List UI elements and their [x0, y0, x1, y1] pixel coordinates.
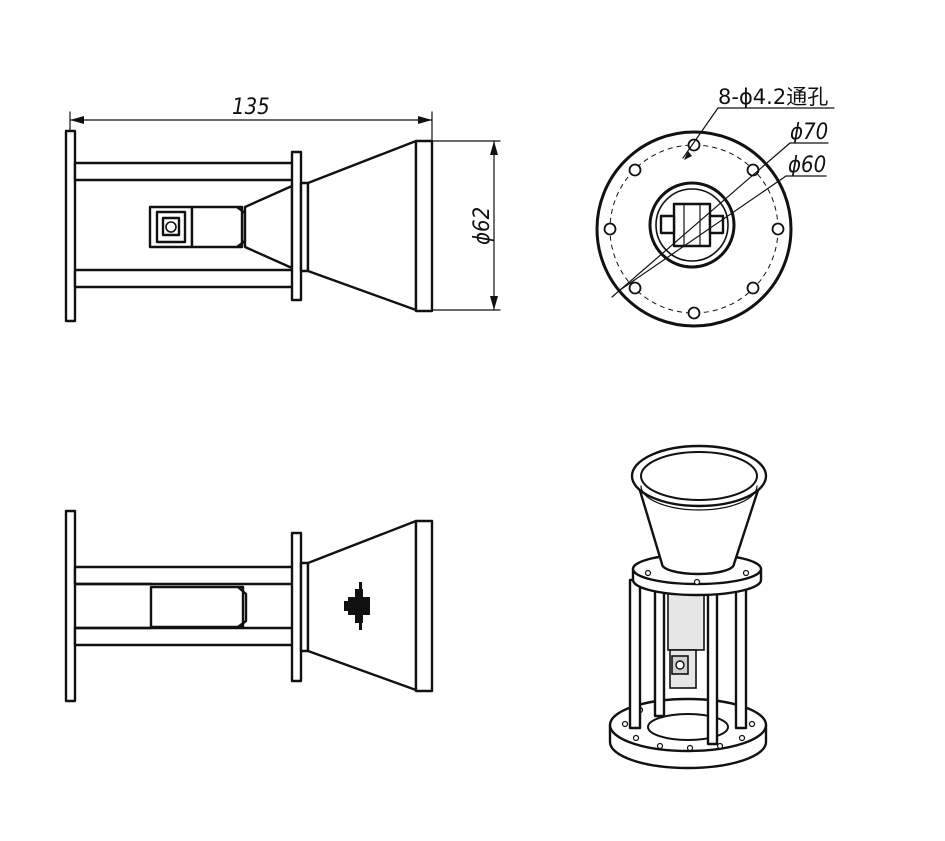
upper-rod [73, 161, 297, 182]
lower-rod [73, 268, 297, 289]
left-end-plate [64, 509, 77, 703]
flange-diameter-label: ϕ60 [788, 153, 826, 178]
horn-mouth-ring [414, 139, 434, 313]
bolt-hole [603, 222, 617, 236]
lower-rod [73, 626, 297, 647]
sensor-block [148, 205, 247, 249]
bolt-hole [628, 163, 642, 177]
bolt-hole [687, 138, 701, 152]
sensor-body [667, 587, 705, 689]
mouth-diameter-dimension: ϕ62 [431, 140, 501, 311]
front-elevation-view: 135 ϕ62 [64, 95, 501, 323]
middle-plate [290, 531, 303, 683]
base-flange [608, 697, 768, 770]
bolt-hole [771, 222, 785, 236]
middle-plate [290, 150, 303, 302]
length-dimension-label: 135 [232, 95, 270, 120]
end-view: 8-ϕ4.2通孔 ϕ70 ϕ60 [595, 85, 835, 328]
bolt-hole [746, 281, 760, 295]
inner-cone [243, 184, 294, 270]
horn-cone [630, 444, 768, 576]
upper-rod [73, 565, 297, 586]
bolt-circle-label: ϕ70 [790, 120, 828, 145]
connector-symbol [344, 582, 370, 630]
isometric-view [608, 444, 768, 770]
length-dimension: 135 [69, 95, 433, 146]
horn-cone [306, 139, 418, 312]
hole-callout-label: 8-ϕ4.2通孔 [718, 85, 828, 109]
horn-mouth-ring [414, 519, 434, 693]
bolt-hole [628, 281, 642, 295]
bolt-hole [746, 163, 760, 177]
left-end-plate [64, 129, 77, 323]
mouth-diameter-label: ϕ62 [470, 207, 495, 245]
sensor-mount [659, 202, 725, 248]
sensor-body [149, 585, 245, 629]
side-elevation-view [64, 509, 434, 703]
callout-leaders [611, 107, 835, 298]
bolt-hole [687, 306, 701, 320]
